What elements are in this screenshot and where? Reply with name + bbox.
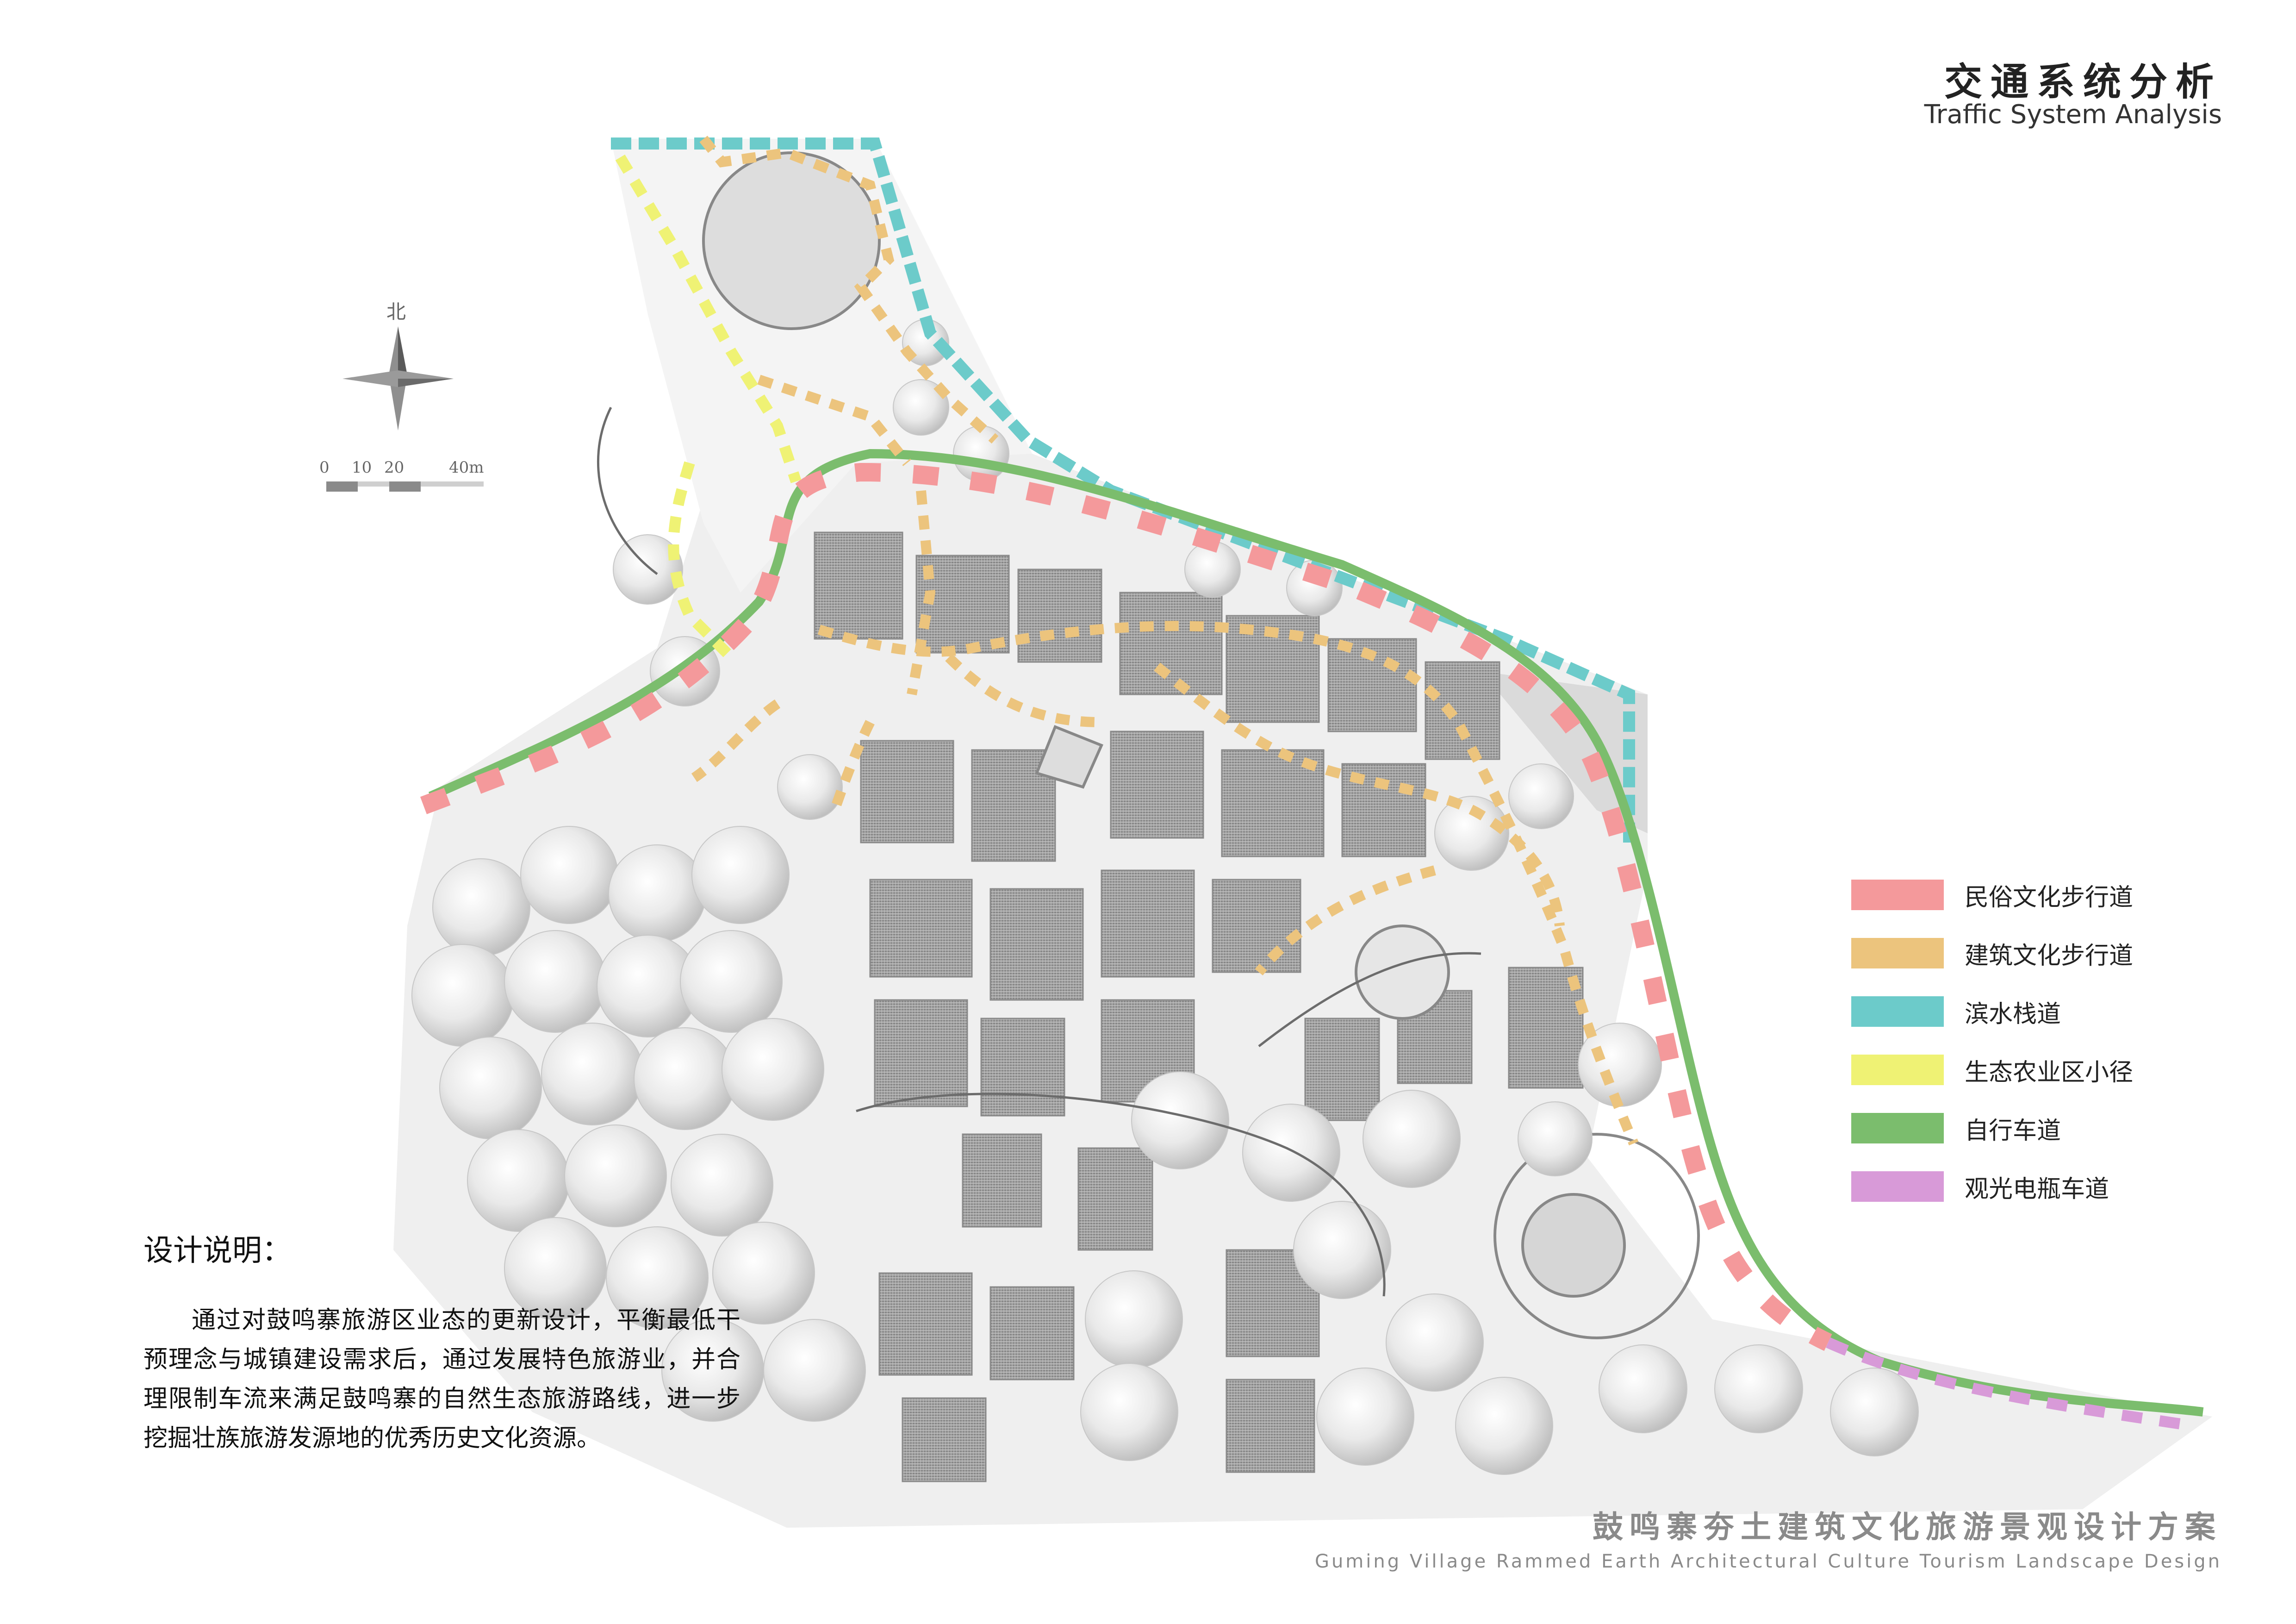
route-waterfront-boardwalk <box>611 137 1635 843</box>
project-title: 鼓鸣寨夯土建筑文化旅游景观设计方案 <box>1593 1509 2222 1545</box>
scale-mark: 10 <box>352 458 372 477</box>
route-electric-cart-lane <box>1826 1337 2195 1431</box>
legend-label: 生态农业区小径 <box>1965 1058 2134 1087</box>
legend-swatch <box>1851 938 1944 968</box>
legend-swatch <box>1851 996 1944 1027</box>
legend-swatch <box>1851 880 1944 910</box>
legend-swatch <box>1851 1171 1944 1202</box>
legend-label: 民俗文化步行道 <box>1965 883 2134 912</box>
north-label: 北 <box>386 300 406 323</box>
legend: 民俗文化步行道 建筑文化步行道 滨水栈道 生态农业区小径 自行车道 观光电瓶车道 <box>1851 866 2133 1216</box>
legend-item: 生态农业区小径 <box>1851 1041 2133 1099</box>
legend-item: 滨水栈道 <box>1851 982 2133 1041</box>
route-eco-agriculture-path <box>615 154 802 662</box>
scale-labels: 0 10 20 40m <box>319 458 495 481</box>
legend-swatch <box>1851 1113 1944 1143</box>
legend-item: 民俗文化步行道 <box>1851 866 2133 924</box>
legend-label: 观光电瓶车道 <box>1965 1175 2109 1203</box>
legend-swatch <box>1851 1055 1944 1085</box>
route-architecture-walkway <box>691 136 1639 1146</box>
plazas <box>702 151 1700 1339</box>
page-subtitle: Traffic System Analysis <box>1924 100 2222 130</box>
legend-label: 建筑文化步行道 <box>1965 942 2134 970</box>
legend-label: 滨水栈道 <box>1965 1000 2061 1028</box>
legend-item: 建筑文化步行道 <box>1851 924 2133 982</box>
scale-bar <box>326 481 484 492</box>
local-roads <box>597 406 1481 1297</box>
route-overlays <box>420 136 2204 1431</box>
scale-mark: 0 <box>319 458 330 477</box>
legend-item: 自行车道 <box>1851 1099 2133 1157</box>
design-notes-title: 设计说明： <box>143 1234 292 1268</box>
scale-mark: 20 <box>384 458 404 477</box>
compass-icon <box>342 326 454 431</box>
scale-mark: 40m <box>449 458 484 477</box>
page-title: 交通系统分析 <box>1944 60 2222 104</box>
legend-item: 观光电瓶车道 <box>1851 1157 2133 1216</box>
trees <box>411 319 1919 1475</box>
route-folk-culture-walkway <box>420 462 1832 1351</box>
design-notes-body: 通过对鼓鸣寨旅游区业态的更新设计，平衡最低干预理念与城镇建设需求后，通过发展特色… <box>143 1306 740 1452</box>
project-title-en: Guming Village Rammed Earth Architectura… <box>1314 1551 2222 1572</box>
legend-label: 自行车道 <box>1965 1117 2061 1145</box>
